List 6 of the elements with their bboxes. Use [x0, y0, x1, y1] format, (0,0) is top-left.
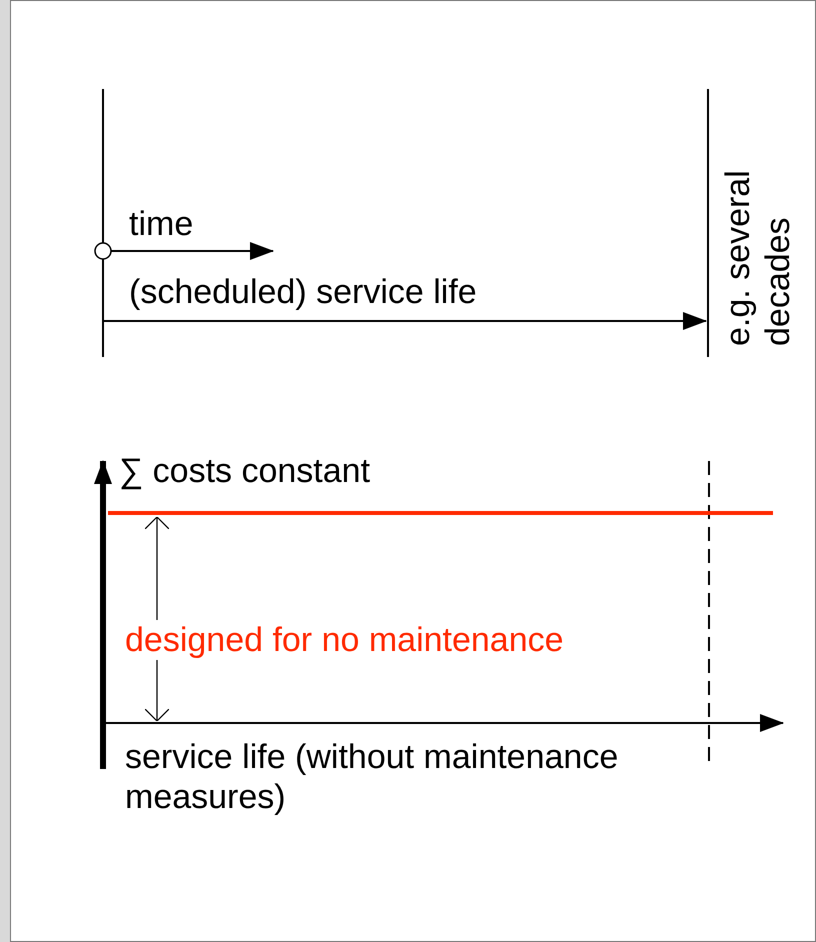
- axis-label: (scheduled) service life: [129, 272, 477, 312]
- axis-label: time: [129, 204, 194, 244]
- boundary-label: e.g. several decades: [718, 169, 798, 346]
- annotation-text: designed for no maintenance: [125, 620, 564, 660]
- axis-label: ∑ costs constant: [119, 451, 370, 491]
- axis-label: service life (without maintenance measures): [125, 737, 620, 817]
